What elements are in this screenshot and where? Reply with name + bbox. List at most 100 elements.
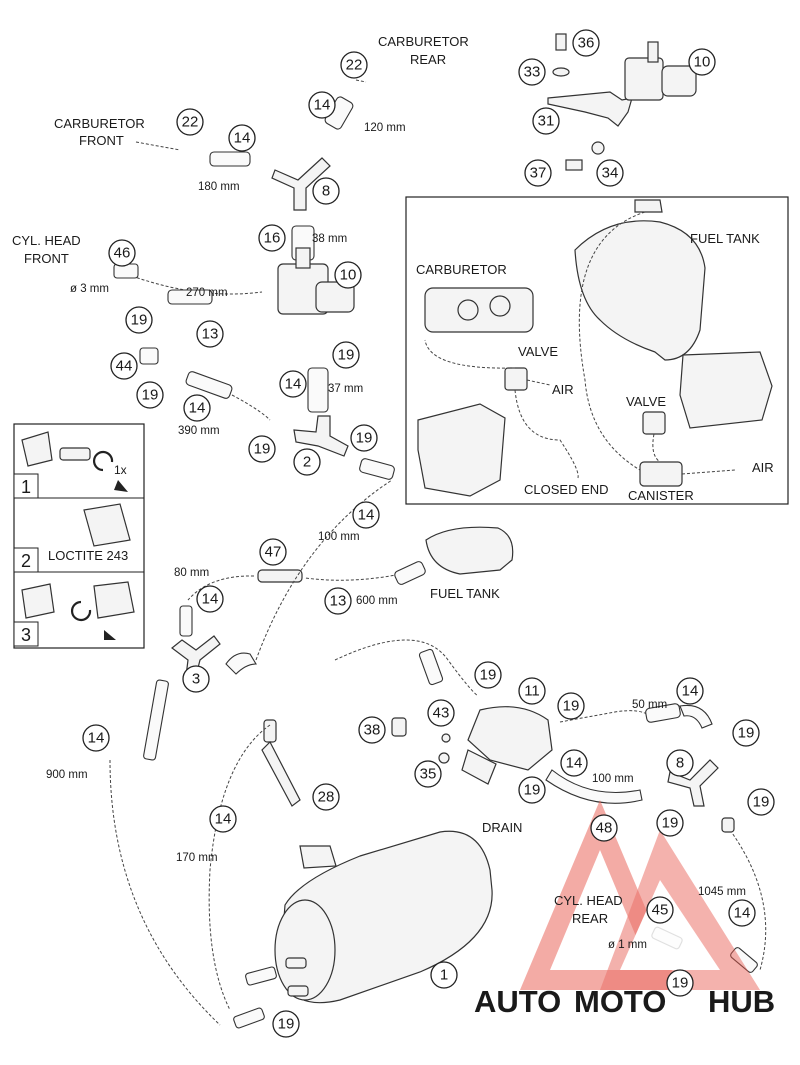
svg-text:19: 19 <box>563 698 580 715</box>
callout-19e: 19 <box>350 424 378 452</box>
dim-170: 170 mm <box>176 852 218 864</box>
callout-35: 35 <box>414 760 442 788</box>
svg-text:19: 19 <box>278 1016 295 1033</box>
svg-text:43: 43 <box>433 705 450 722</box>
svg-text:14: 14 <box>314 97 331 114</box>
callout-14h: 14 <box>676 677 704 705</box>
callout-14b: 14 <box>228 124 256 152</box>
middle-hoses <box>109 479 514 1029</box>
callout-34: 34 <box>596 159 624 187</box>
label-canister: CANISTER <box>628 488 694 503</box>
svg-text:2: 2 <box>303 454 311 471</box>
callout-16: 16 <box>258 224 286 252</box>
dim-1: ø 1 mm <box>608 939 647 951</box>
svg-text:19: 19 <box>672 975 689 992</box>
callout-19j: 19 <box>747 788 775 816</box>
dim-80: 80 mm <box>174 567 209 579</box>
dim-100b: 100 mm <box>592 773 634 785</box>
svg-text:19: 19 <box>356 430 373 447</box>
callout-38: 38 <box>358 716 386 744</box>
watermark-auto: AUTO <box>474 984 561 1019</box>
svg-text:8: 8 <box>322 183 330 200</box>
svg-text:11: 11 <box>524 683 540 700</box>
callouts: 36 33 10 31 37 34 22 22 14 14 8 16 46 10… <box>82 29 775 1038</box>
dimension-labels: 120 mm 180 mm 38 mm ø 3 mm 270 mm 37 mm … <box>46 122 746 951</box>
dim-1045: 1045 mm <box>698 886 746 898</box>
dim-600: 600 mm <box>356 595 398 607</box>
svg-text:14: 14 <box>215 811 232 828</box>
callout-19m: 19 <box>272 1010 300 1038</box>
step-2: 2 <box>21 551 31 571</box>
callout-14e: 14 <box>352 501 380 529</box>
callout-11: 11 <box>518 677 546 705</box>
step-instructions <box>13 423 145 649</box>
svg-text:22: 22 <box>346 57 363 74</box>
svg-text:44: 44 <box>116 358 133 375</box>
callout-8a: 8 <box>312 177 340 205</box>
svg-text:10: 10 <box>694 54 711 71</box>
svg-text:8: 8 <box>676 755 684 772</box>
svg-text:14: 14 <box>234 130 251 147</box>
label-valve-2: VALVE <box>626 394 666 409</box>
svg-text:14: 14 <box>358 507 375 524</box>
callout-14a: 14 <box>308 91 336 119</box>
callout-36: 36 <box>572 29 600 57</box>
callout-19k: 19 <box>656 809 684 837</box>
svg-text:19: 19 <box>131 312 148 329</box>
svg-text:13: 13 <box>330 593 347 610</box>
svg-text:1: 1 <box>440 967 448 984</box>
svg-text:45: 45 <box>652 902 669 919</box>
dim-50: 50 mm <box>632 699 667 711</box>
watermark-moto: MOTO <box>574 984 666 1019</box>
svg-text:19: 19 <box>524 782 541 799</box>
svg-text:19: 19 <box>338 347 355 364</box>
label-air-1: AIR <box>552 382 574 397</box>
dim-100a: 100 mm <box>318 531 360 543</box>
callout-19b: 19 <box>332 341 360 369</box>
callout-1: 1 <box>430 961 458 989</box>
callout-43: 43 <box>427 699 455 727</box>
filter-assembly <box>208 719 337 1011</box>
label-cyl-head-front-1: CYL. HEAD <box>12 233 81 248</box>
svg-text:14: 14 <box>88 730 105 747</box>
svg-text:48: 48 <box>596 820 613 837</box>
callout-19h: 19 <box>518 776 546 804</box>
callout-19c: 19 <box>136 381 164 409</box>
callout-14c: 14 <box>279 370 307 398</box>
label-closed-end: CLOSED END <box>524 482 609 497</box>
label-cyl-head-rear-2: REAR <box>572 911 608 926</box>
callout-46: 46 <box>108 239 136 267</box>
callout-8b: 8 <box>666 749 694 777</box>
callout-14i: 14 <box>560 749 588 777</box>
callout-44: 44 <box>110 352 138 380</box>
dim-120: 120 mm <box>364 122 406 134</box>
svg-text:36: 36 <box>578 35 595 52</box>
dim-38: 38 mm <box>312 233 347 245</box>
dim-900: 900 mm <box>46 769 88 781</box>
svg-text:28: 28 <box>318 789 335 806</box>
svg-text:19: 19 <box>753 794 770 811</box>
label-carb-rear-2: REAR <box>410 52 446 67</box>
svg-text:19: 19 <box>738 725 755 742</box>
callout-19g: 19 <box>557 692 585 720</box>
callout-45: 45 <box>646 896 674 924</box>
label-cyl-head-rear-1: CYL. HEAD <box>554 893 623 908</box>
svg-text:37: 37 <box>530 165 547 182</box>
svg-text:14: 14 <box>202 591 219 608</box>
callout-14f: 14 <box>196 585 224 613</box>
svg-text:16: 16 <box>264 230 281 247</box>
callout-47: 47 <box>259 538 287 566</box>
svg-text:3: 3 <box>192 671 200 688</box>
svg-text:19: 19 <box>254 441 271 458</box>
part-labels: CARBURETOR REAR CARBURETOR FRONT CYL. HE… <box>12 34 774 926</box>
label-carburetor-inset: CARBURETOR <box>416 262 507 277</box>
callout-14j: 14 <box>209 805 237 833</box>
watermark-hub: HUB <box>708 984 775 1019</box>
upper-hoses <box>113 79 395 480</box>
callout-14d: 14 <box>183 394 211 422</box>
callout-14g: 14 <box>82 724 110 752</box>
step-numbers: 1 2 3 <box>21 477 31 645</box>
watermark-text: AUTO MOTO HUB <box>474 984 775 1019</box>
bracket-assembly <box>547 33 697 171</box>
